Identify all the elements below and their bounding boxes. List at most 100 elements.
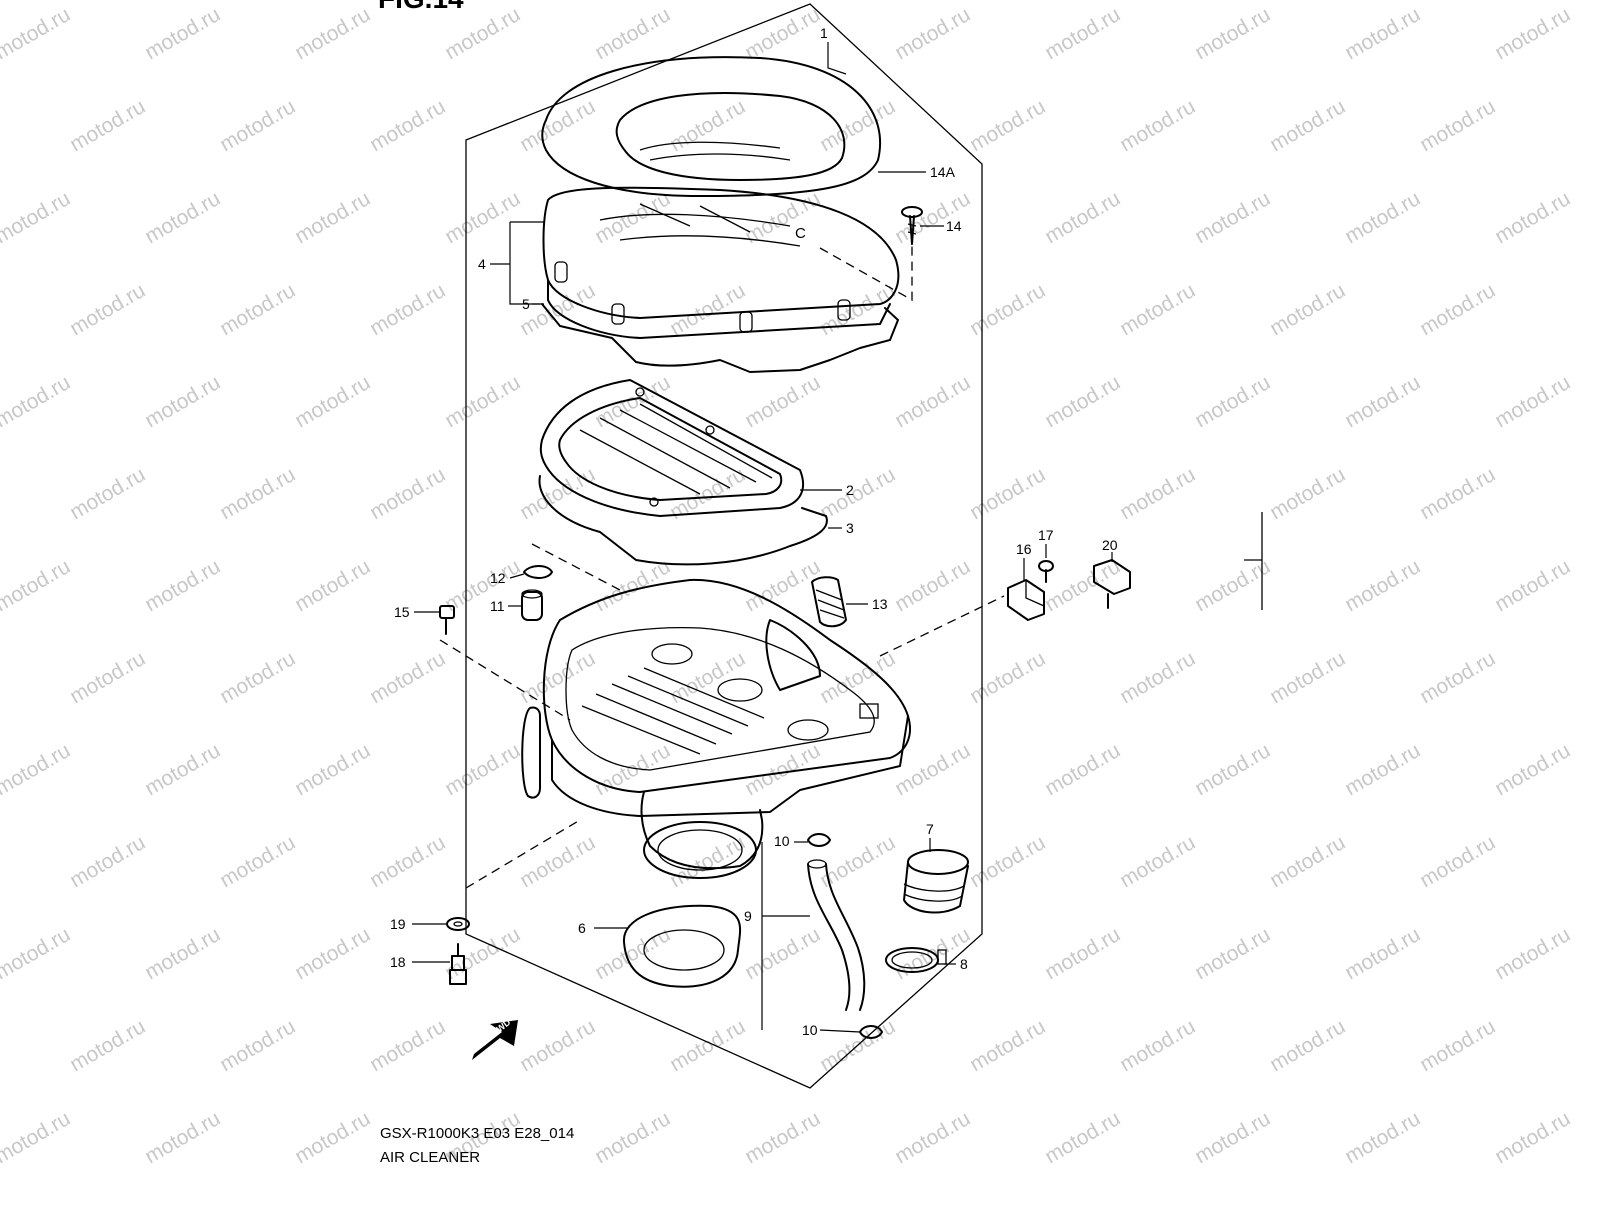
watermark-text: motod.ru	[366, 647, 449, 708]
watermark-text: motod.ru	[1266, 831, 1349, 892]
watermark-text: motod.ru	[1266, 1015, 1349, 1076]
leader-lines	[412, 42, 1113, 1033]
watermark-text: motod.ru	[591, 923, 674, 984]
watermark-text: motod.ru	[1416, 279, 1499, 340]
watermark-text: motod.ru	[291, 371, 374, 432]
assembly-dashes	[439, 244, 1005, 889]
callout-16: 16	[1016, 541, 1032, 557]
watermark-text: motod.ru	[216, 279, 299, 340]
assembly-boundary	[465, 3, 983, 1089]
watermark-text: motod.ru	[966, 1015, 1049, 1076]
watermark-text: motod.ru	[741, 371, 824, 432]
watermark-text: motod.ru	[66, 95, 149, 156]
watermark-text: motod.ru	[366, 831, 449, 892]
watermark-text: motod.ru	[216, 95, 299, 156]
watermark-text: motod.ru	[66, 463, 149, 524]
watermark-text: motod.ru	[366, 95, 449, 156]
part-ring-6	[622, 904, 742, 988]
callout-11: 11	[490, 598, 505, 614]
watermark-text: motod.ru	[0, 187, 74, 248]
watermark-text: motod.ru	[891, 555, 974, 616]
callout-4: 4	[478, 256, 486, 272]
watermark-text: motod.ru	[591, 1107, 674, 1168]
watermark-text: motod.ru	[441, 923, 524, 984]
watermark-text: motod.ru	[216, 463, 299, 524]
watermark-text: motod.ru	[666, 647, 749, 708]
callout-8: 8	[960, 956, 968, 972]
watermark-text: motod.ru	[1191, 739, 1274, 800]
watermark-text: motod.ru	[1116, 831, 1199, 892]
watermark-text: motod.ru	[1191, 1107, 1274, 1168]
watermark-layer: motod.ru motod.ru motod.ru motod.ru motod.ru…	[0, 3, 1574, 1168]
callout-17: 17	[1038, 527, 1054, 543]
watermark-text: motod.ru	[1416, 831, 1499, 892]
watermark-text: motod.ru	[1341, 555, 1424, 616]
caption-model-code: GSX-R1000K3 E03 E28_014	[380, 1125, 574, 1142]
watermark-text: motod.ru	[1491, 555, 1574, 616]
watermark-text: motod.ru	[1491, 371, 1574, 432]
watermark-text: motod.ru	[141, 187, 224, 248]
watermark-text: motod.ru	[141, 1107, 224, 1168]
watermark-text: motod.ru	[1341, 1107, 1424, 1168]
watermark-text: motod.ru	[1191, 923, 1274, 984]
watermark-text: motod.ru	[1116, 647, 1199, 708]
watermark-text: motod.ru	[666, 1015, 749, 1076]
watermark-text: motod.ru	[1266, 463, 1349, 524]
watermark-text: motod.ru	[1041, 739, 1124, 800]
part-sensor-16	[1007, 579, 1045, 621]
watermark-text: motod.ru	[216, 647, 299, 708]
callout-labels: 1 14A 14 4 5 2 3 12 11 15 13 16 17 20 7 …	[390, 25, 1118, 1038]
watermark-text: motod.ru	[816, 463, 899, 524]
part-clamp-8	[885, 947, 947, 973]
callout-6: 6	[578, 920, 586, 936]
watermark-text: motod.ru	[891, 371, 974, 432]
figure-heading: FIG.14	[378, 0, 464, 14]
watermark-text: motod.ru	[1191, 187, 1274, 248]
part-pad-13	[811, 576, 847, 628]
callout-1: 1	[820, 25, 828, 41]
part-screw-17	[1038, 560, 1054, 583]
watermark-text: motod.ru	[1191, 371, 1274, 432]
watermark-text: motod.ru	[966, 279, 1049, 340]
watermark-text: motod.ru	[966, 647, 1049, 708]
watermark-text: motod.ru	[1266, 95, 1349, 156]
watermark-text: motod.ru	[1116, 279, 1199, 340]
watermark-text: motod.ru	[1116, 1015, 1199, 1076]
watermark-text: motod.ru	[366, 463, 449, 524]
watermark-text: motod.ru	[141, 923, 224, 984]
watermark-text: motod.ru	[0, 3, 74, 64]
watermark-text: motod.ru	[1416, 647, 1499, 708]
callout-10-lower: 10	[802, 1022, 818, 1038]
callout-12: 12	[490, 570, 506, 586]
part-clip-12	[523, 565, 553, 579]
watermark-text: motod.ru	[1416, 95, 1499, 156]
callout-3: 3	[846, 520, 854, 536]
watermark-text: motod.ru	[516, 647, 599, 708]
watermark-text: motod.ru	[966, 463, 1049, 524]
watermark-text: motod.ru	[516, 1015, 599, 1076]
watermark-text: motod.ru	[1116, 95, 1199, 156]
watermark-text: motod.ru	[816, 95, 899, 156]
caption-title: AIR CLEANER	[380, 1149, 480, 1166]
watermark-text: motod.ru	[1041, 923, 1124, 984]
watermark-text: motod.ru	[291, 923, 374, 984]
watermark-text: motod.ru	[516, 831, 599, 892]
watermark-text: motod.ru	[1341, 3, 1424, 64]
watermark-text: motod.ru	[291, 3, 374, 64]
part-upper-seal	[541, 303, 899, 373]
watermark-text: motod.ru	[966, 95, 1049, 156]
watermark-text: motod.ru	[816, 647, 899, 708]
watermark-text: motod.ru	[66, 831, 149, 892]
watermark-text: motod.ru	[966, 831, 1049, 892]
watermark-text: motod.ru	[891, 187, 974, 248]
watermark-text: motod.ru	[1341, 923, 1424, 984]
part-sleeve-11	[521, 589, 543, 621]
watermark-text: motod.ru	[1491, 1107, 1574, 1168]
watermark-text: motod.ru	[1041, 371, 1124, 432]
watermark-text: motod.ru	[891, 1107, 974, 1168]
watermark-text: motod.ru	[141, 739, 224, 800]
part-upper-case: C	[542, 186, 900, 339]
callout-15: 15	[394, 604, 410, 620]
